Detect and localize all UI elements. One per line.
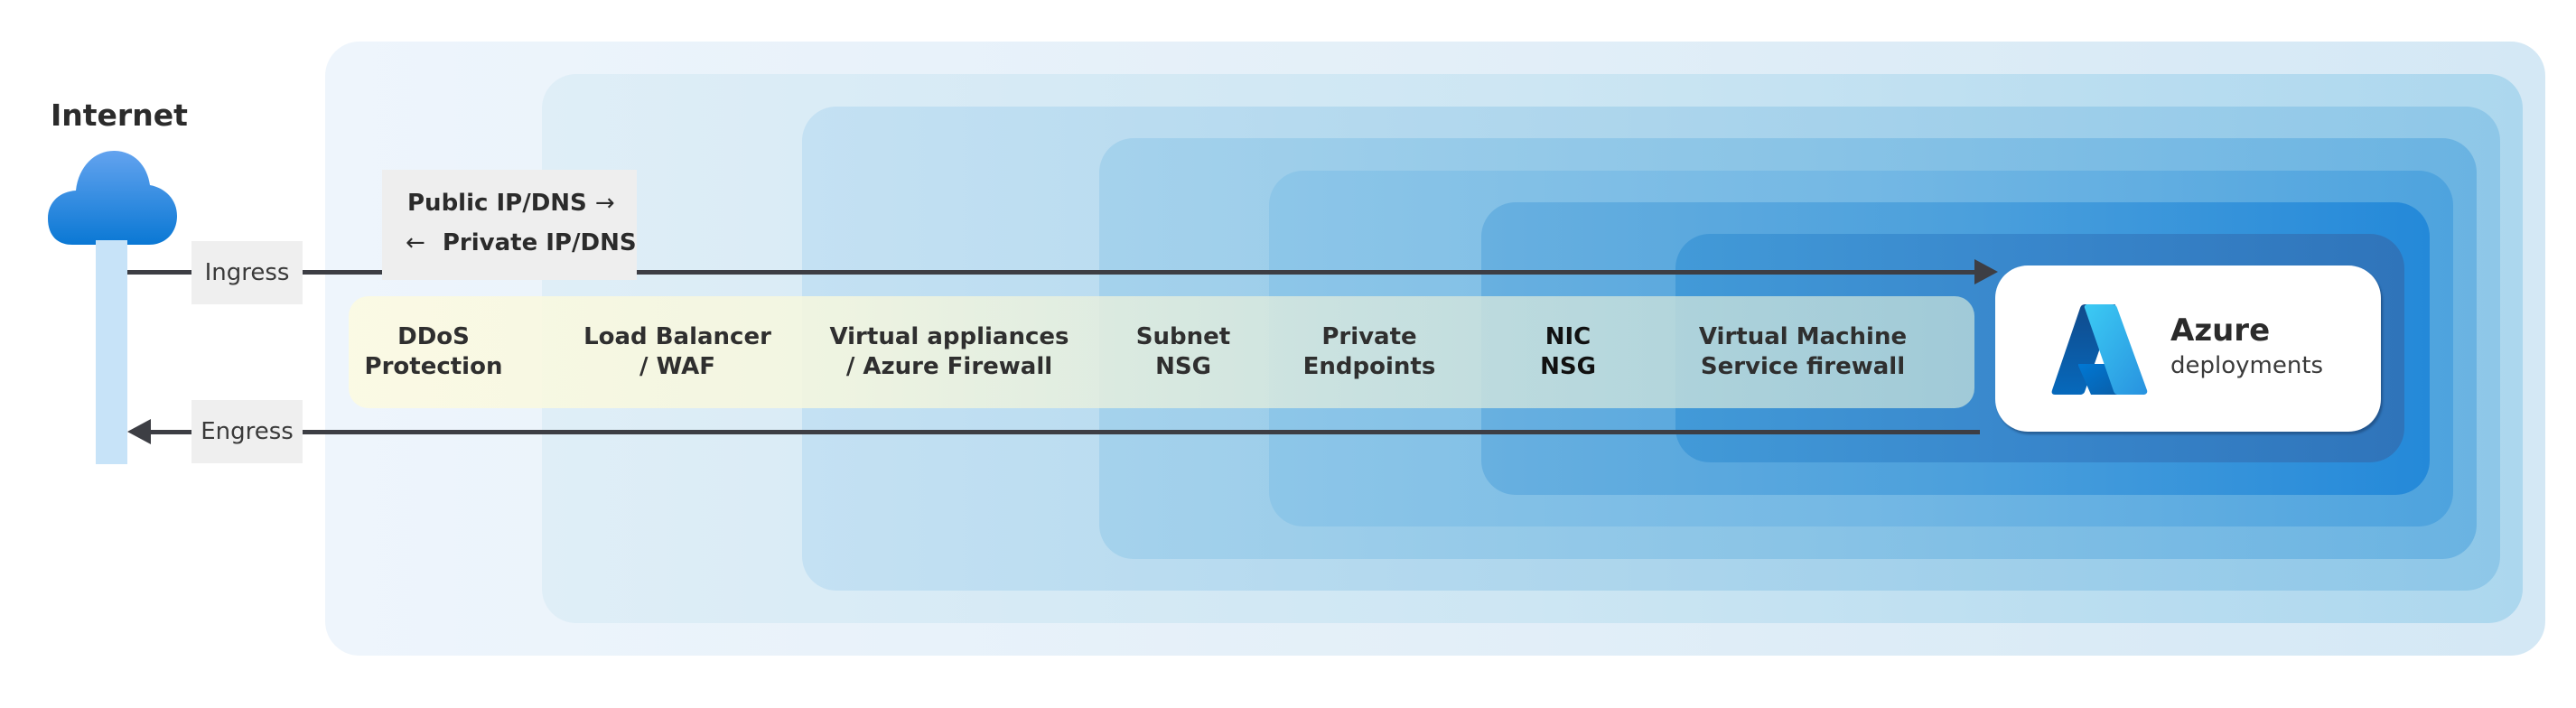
band-item-line2: Service firewall bbox=[1700, 353, 1906, 380]
band-item-virtual-appliances: Virtual appliances / Azure Firewall bbox=[800, 296, 1098, 408]
band-item-line1: DDoS bbox=[397, 323, 470, 350]
ingress-label: Ingress bbox=[191, 241, 303, 304]
band-item-line1: Private bbox=[1321, 323, 1417, 350]
egress-label: Engress bbox=[191, 400, 303, 463]
ip-dns-box: Public IP/DNS → ← Private IP/DNS bbox=[382, 170, 637, 280]
arrow-left-icon: ← bbox=[406, 229, 425, 256]
band-item-line1: Load Balancer bbox=[583, 323, 771, 350]
cloud-icon bbox=[48, 151, 177, 245]
public-ip-dns-label: Public IP/DNS bbox=[407, 190, 587, 217]
band-item-line2: Endpoints bbox=[1302, 353, 1436, 380]
band-item-line1: Virtual Machine bbox=[1698, 323, 1908, 350]
egress-arrowhead-icon bbox=[127, 419, 151, 444]
internet-title: Internet bbox=[51, 98, 188, 133]
band-item-private-endpoints: Private Endpoints bbox=[1279, 296, 1460, 408]
ingress-arrow-line bbox=[127, 270, 191, 275]
band-item-line2: NSG bbox=[1540, 353, 1596, 380]
security-layers-band: DDoS Protection Load Balancer / WAF Virt… bbox=[349, 296, 1974, 408]
public-ip-dns: Public IP/DNS → bbox=[407, 190, 615, 217]
azure-subtitle: deployments bbox=[2170, 352, 2324, 379]
azure-deployments-card: Azure deployments bbox=[1995, 266, 2381, 432]
band-item-line1: Subnet bbox=[1135, 323, 1231, 350]
private-ip-dns: ← Private IP/DNS bbox=[406, 229, 637, 256]
azure-logo-icon bbox=[2051, 304, 2148, 395]
band-item-nic-nsg: NIC NSG bbox=[1496, 296, 1640, 408]
egress-arrow-line bbox=[303, 430, 1980, 434]
band-item-line2: / Azure Firewall bbox=[845, 353, 1053, 380]
band-item-ddos: DDoS Protection bbox=[349, 296, 518, 408]
internet-connection-bar bbox=[96, 240, 127, 464]
arrow-right-icon: → bbox=[594, 190, 615, 217]
band-item-load-balancer: Load Balancer / WAF bbox=[542, 296, 813, 408]
ingress-arrow-line bbox=[303, 270, 1979, 275]
band-item-line1: NIC bbox=[1545, 323, 1591, 350]
band-item-vm-service-firewall: Virtual Machine Service firewall bbox=[1658, 296, 1947, 408]
band-item-subnet-nsg: Subnet NSG bbox=[1111, 296, 1255, 408]
band-item-line2: Protection bbox=[364, 353, 503, 380]
egress-arrow-line bbox=[150, 430, 191, 434]
azure-title: Azure bbox=[2170, 312, 2271, 349]
band-item-line2: / WAF bbox=[639, 353, 715, 380]
band-item-line1: Virtual appliances bbox=[829, 323, 1069, 350]
band-item-line2: NSG bbox=[1155, 353, 1211, 380]
ingress-arrowhead-icon bbox=[1974, 259, 1998, 284]
private-ip-dns-label: Private IP/DNS bbox=[442, 229, 637, 256]
